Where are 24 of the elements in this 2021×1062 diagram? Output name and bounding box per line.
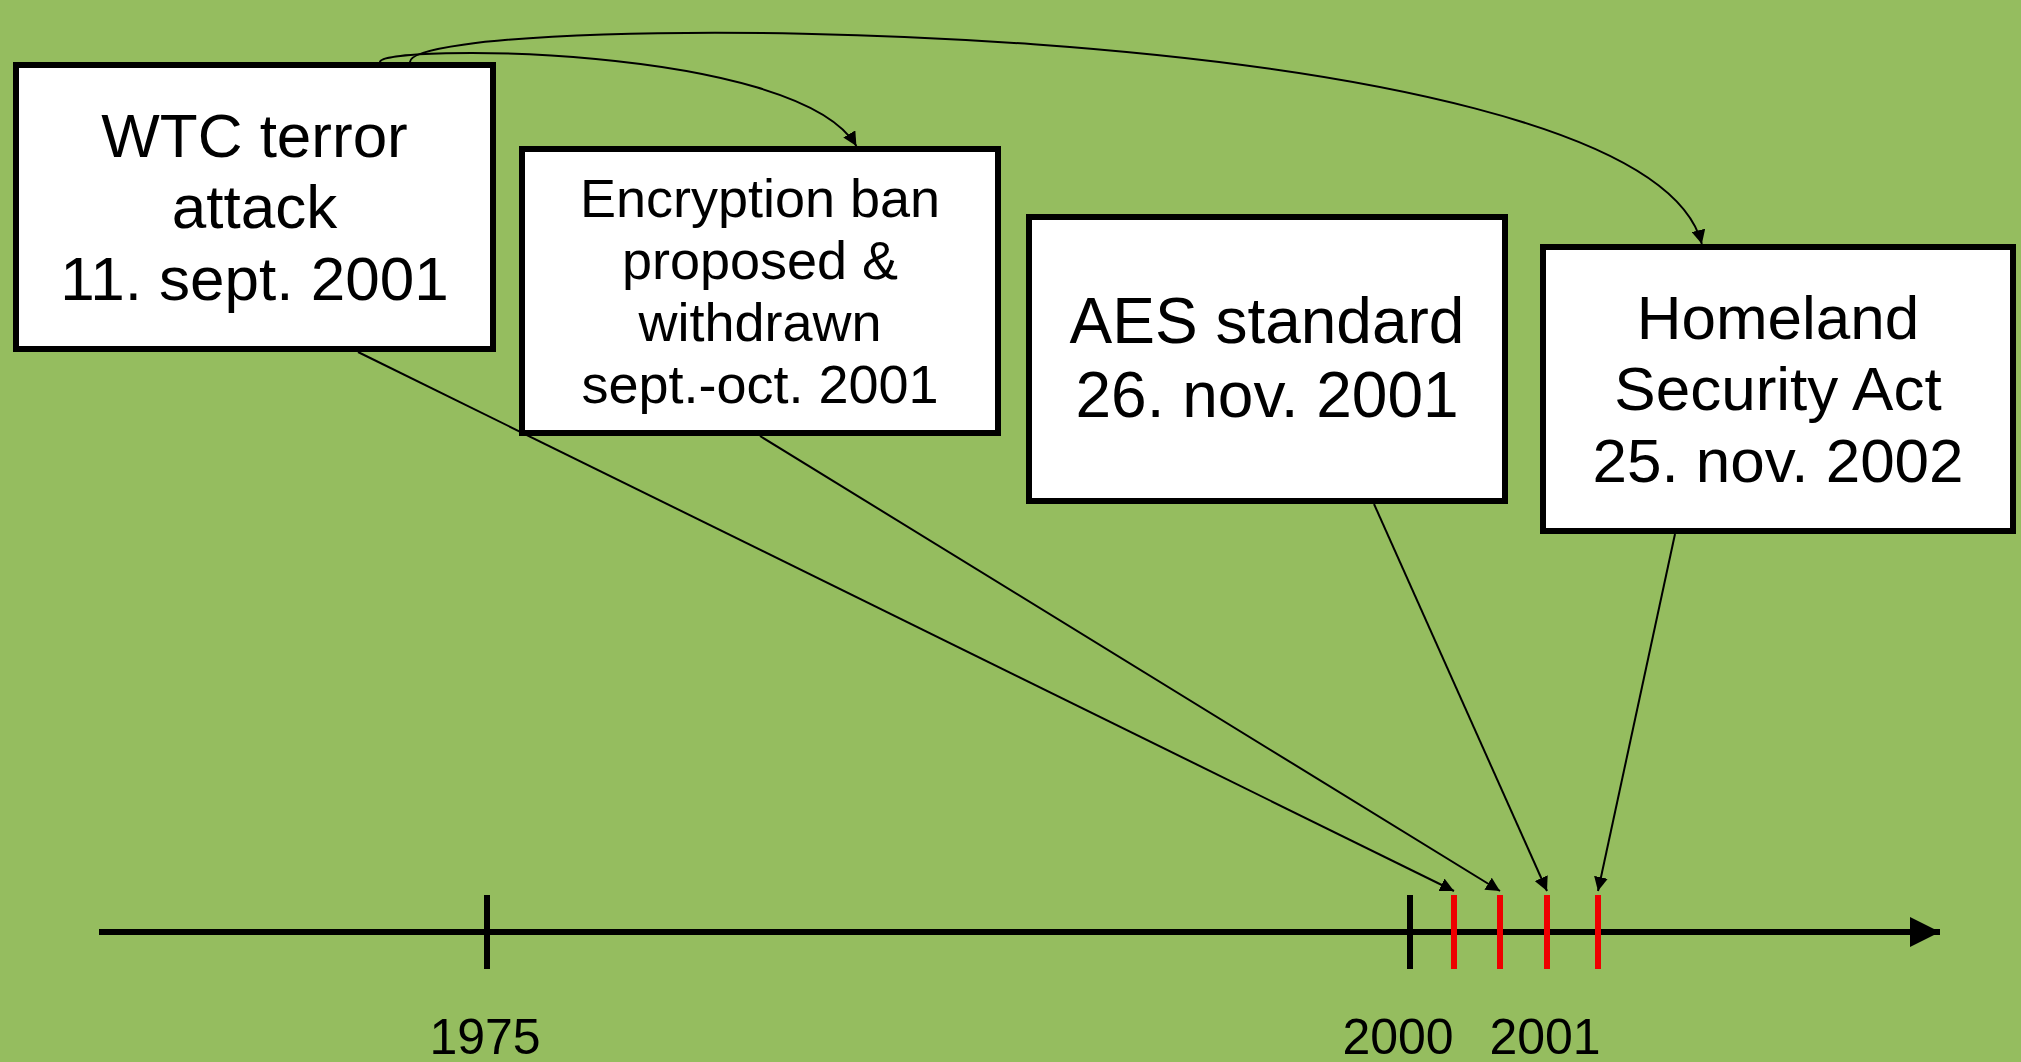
event-title: WTC terror attack — [100, 100, 409, 243]
event-date: 25. nov. 2002 — [1592, 424, 1964, 496]
arrow — [379, 52, 858, 147]
arrow — [1373, 503, 1548, 892]
year-label: 2001 — [1489, 1012, 1601, 1062]
year-label: 2000 — [1342, 1012, 1454, 1062]
event-date: sept.-oct. 2001 — [581, 353, 939, 416]
event-box — [1540, 244, 2016, 534]
timeline-tick — [1544, 895, 1550, 969]
event-title: AES standard — [1069, 285, 1465, 359]
arrow — [357, 351, 1455, 892]
event-date: 26. nov. 2001 — [1075, 359, 1459, 433]
year-label: 1975 — [429, 1012, 541, 1062]
arrow — [409, 31, 1703, 245]
timeline-tick — [1595, 895, 1601, 969]
event-box — [1026, 214, 1508, 504]
event-date: 11. sept. 2001 — [60, 242, 449, 314]
timeline-tick — [1451, 895, 1457, 969]
event-box — [13, 62, 496, 352]
arrow — [759, 435, 1501, 892]
arrow — [1594, 533, 1676, 892]
timeline-tick — [1497, 895, 1503, 969]
event-box — [519, 146, 1001, 436]
event-title: Homeland Security Act — [1613, 282, 1943, 425]
